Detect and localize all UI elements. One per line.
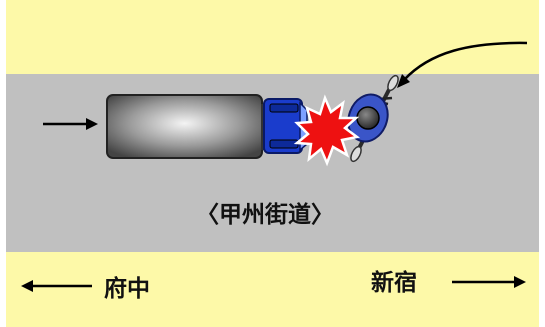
arrow-left-icon	[21, 280, 92, 292]
curved-path-arrow-icon	[397, 41, 528, 88]
collision-burst-icon	[293, 94, 360, 167]
cyclist-icon	[347, 74, 399, 163]
sidewalk-top	[6, 0, 539, 74]
direction-right-label: 新宿	[371, 270, 417, 296]
road-name-label: 〈甲州街道〉	[196, 202, 334, 228]
truck-icon	[106, 94, 308, 159]
sidewalk-bottom	[6, 252, 539, 327]
arrow-right-icon	[43, 118, 98, 130]
arrow-right-icon	[452, 276, 526, 288]
direction-left-label: 府中	[104, 276, 150, 302]
